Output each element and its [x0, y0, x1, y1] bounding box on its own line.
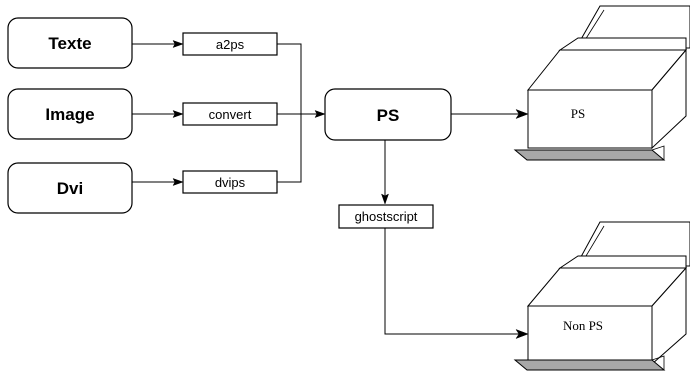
- edge-ghostscript-to-nonps-printer: [384, 228, 529, 340]
- ps-hub-label: PS: [377, 106, 400, 125]
- edge-converters-to-ps: [277, 43, 326, 183]
- converter-node-convert: convert: [182, 102, 278, 126]
- source-node-image: Image: [7, 88, 133, 140]
- source-node-texte: Texte: [7, 17, 133, 69]
- source-label-dvi: Dvi: [57, 179, 83, 198]
- source-label-image: Image: [45, 105, 94, 124]
- converter-label-a2ps: a2ps: [216, 37, 245, 52]
- source-node-dvi: Dvi: [7, 162, 133, 214]
- source-label-texte: Texte: [48, 34, 91, 53]
- ps-hub-node: PS: [324, 88, 452, 141]
- nonps-printer-label: Non PS: [563, 318, 603, 333]
- converter-node-dvips: dvips: [182, 170, 278, 194]
- converter-label-dvips: dvips: [215, 175, 246, 190]
- ghostscript-node: ghostscript: [338, 204, 434, 229]
- converter-node-a2ps: a2ps: [182, 32, 278, 56]
- edge-image-to-convert: [132, 110, 184, 118]
- nonps-printer-icon: Non PS: [513, 221, 690, 371]
- ps-printer-label: PS: [571, 106, 585, 121]
- edge-dvi-to-dvips: [132, 178, 184, 186]
- edge-ps-to-ghostscript: [381, 140, 389, 205]
- edge-ps-to-ps-printer: [451, 108, 529, 120]
- converter-label-convert: convert: [209, 107, 252, 122]
- ghostscript-label: ghostscript: [355, 209, 418, 224]
- edge-texte-to-a2ps: [132, 40, 184, 48]
- ps-printer-icon: PS: [513, 5, 690, 161]
